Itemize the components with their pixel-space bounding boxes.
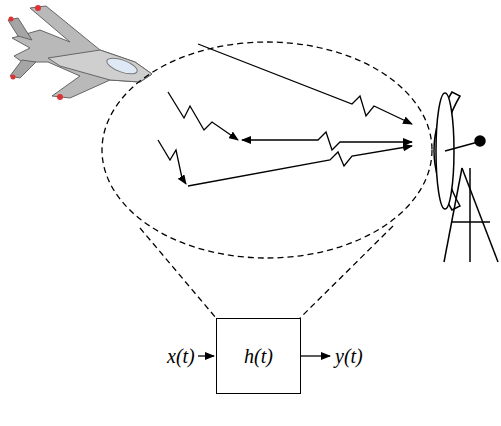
multipath-rays (158, 44, 412, 186)
system-box: h(t) (216, 318, 301, 394)
signal-name: x(t) (167, 345, 195, 367)
system-label: h(t) (244, 345, 273, 367)
input-arrow (198, 355, 214, 356)
scatter-region (102, 42, 432, 258)
projection-line (140, 228, 216, 318)
output-arrow (301, 355, 330, 356)
projection-line (300, 226, 393, 318)
signal-name: y(t) (335, 345, 363, 367)
radar-dish (434, 92, 498, 262)
jet-aircraft (8, 5, 152, 100)
